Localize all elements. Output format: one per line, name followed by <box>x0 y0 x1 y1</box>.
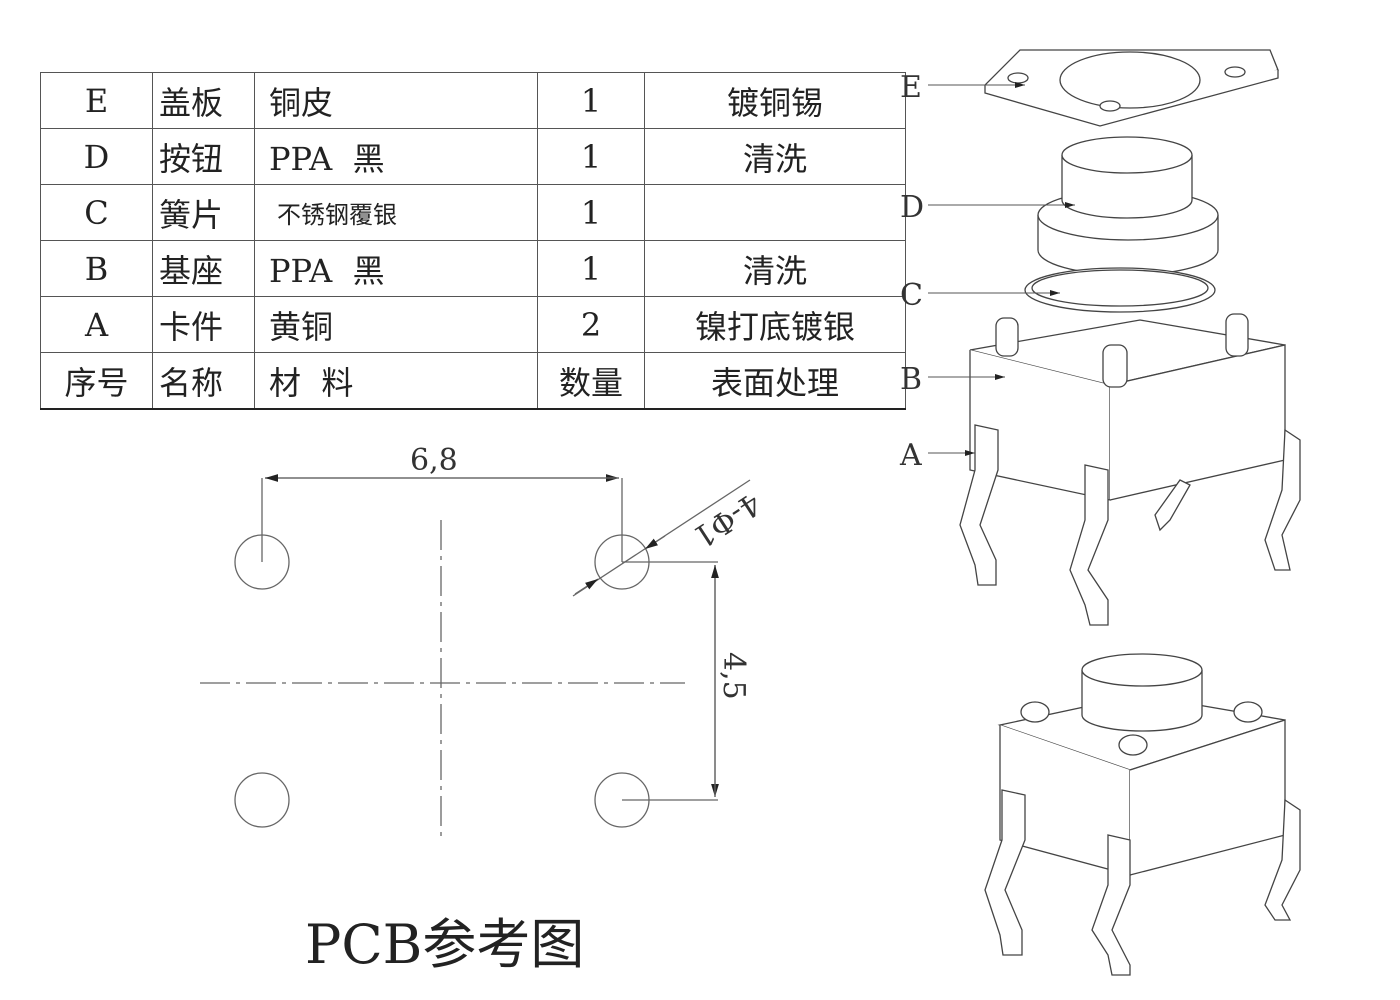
pcb-title: PCB参考图 <box>305 913 585 976</box>
part-a-terminals <box>959 424 1301 626</box>
table-header-row: 序号名称材 料数量表面处理 <box>40 352 906 410</box>
dim-horizontal-label: 6,8 <box>410 443 458 478</box>
cell-finish: 镍打底镀银 <box>644 296 906 353</box>
header-id: 序号 <box>40 352 153 410</box>
cell-finish: 镀铜锡 <box>644 72 906 129</box>
cell-material: 不锈钢覆银 <box>254 184 538 241</box>
cell-id: C <box>40 184 153 241</box>
part-c-spring <box>1024 267 1216 313</box>
header-finish: 表面处理 <box>644 352 906 410</box>
exploded-view <box>928 49 1301 976</box>
cell-finish: 清洗 <box>644 128 906 185</box>
header-qty: 数量 <box>537 352 645 410</box>
callout-a: A <box>899 438 922 473</box>
cell-name: 盖板 <box>152 72 255 129</box>
callout-b: B <box>900 362 922 397</box>
cell-name: 簧片 <box>152 184 255 241</box>
cell-id: E <box>40 72 153 129</box>
cell-material: PPA 黑 <box>254 240 538 297</box>
cell-name: 卡件 <box>152 296 255 353</box>
header-name: 名称 <box>152 352 255 410</box>
cell-qty: 2 <box>537 296 645 353</box>
assembled-switch <box>984 653 1301 976</box>
header-material: 材 料 <box>254 352 538 410</box>
pcb-footprint <box>200 474 751 840</box>
cell-qty: 1 <box>537 72 645 129</box>
pcb-hole <box>234 772 290 828</box>
cell-material: 黄铜 <box>254 296 538 353</box>
part-e-cover <box>983 49 1279 127</box>
dim-vertical-label: 4,5 <box>716 652 751 700</box>
part-d-button <box>1037 136 1219 276</box>
callout-e: E <box>900 70 922 105</box>
cell-finish <box>644 184 906 241</box>
part-b-base <box>969 313 1286 501</box>
cell-finish: 清洗 <box>644 240 906 297</box>
callout-d: D <box>900 190 924 225</box>
cell-name: 基座 <box>152 240 255 297</box>
cell-name: 按钮 <box>152 128 255 185</box>
cell-id: B <box>40 240 153 297</box>
callout-c: C <box>900 278 923 313</box>
cell-id: D <box>40 128 153 185</box>
